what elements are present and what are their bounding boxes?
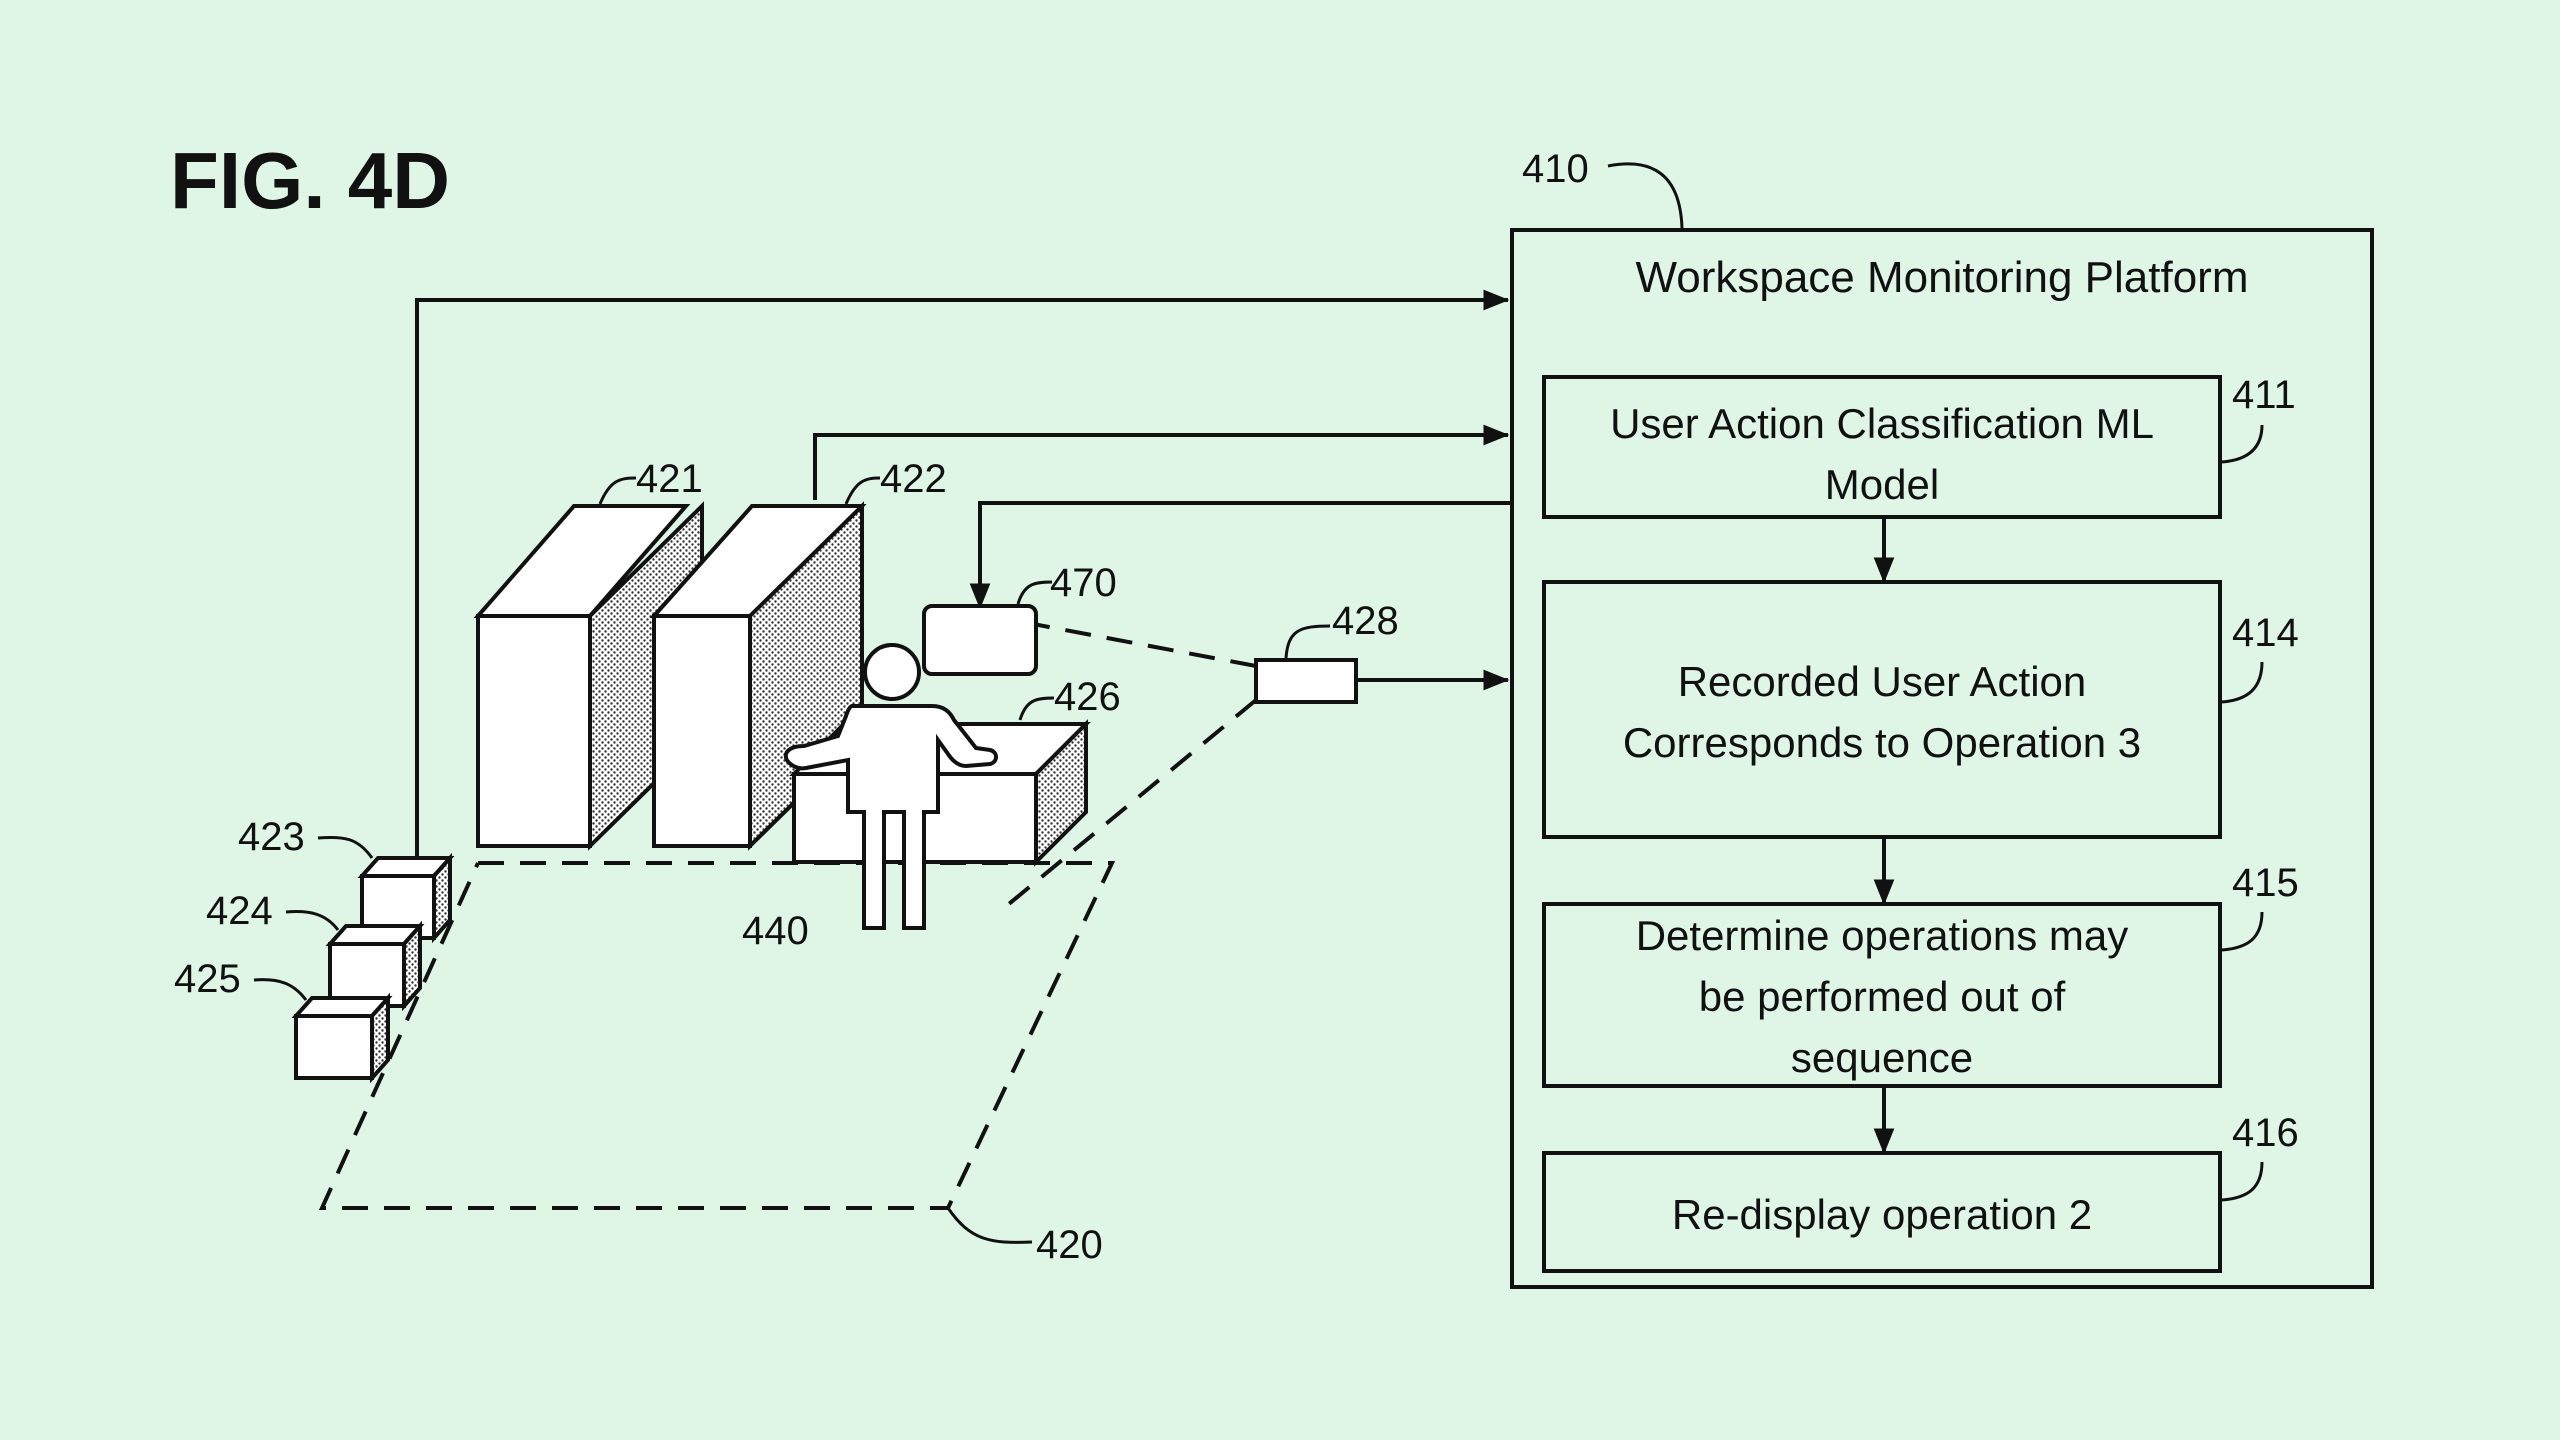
display-leader <box>1016 580 1053 605</box>
part-424-front <box>328 942 406 1008</box>
display-ref: 470 <box>1050 561 1117 605</box>
sensor-ref: 428 <box>1332 599 1399 643</box>
platform-ref: 410 <box>1522 147 1589 191</box>
signal-line-bin-422 <box>813 424 1510 500</box>
step-415-leader <box>2221 911 2264 952</box>
user-head <box>863 643 921 701</box>
bin-422-front <box>652 614 752 848</box>
bin-422: 422 <box>649 457 947 851</box>
sensor-fov-line-1 <box>1002 698 1258 910</box>
platform: Workspace Monitoring Platform 410 User A… <box>1510 147 2374 1289</box>
bin-421-ref: 421 <box>636 457 703 501</box>
part-425-leader <box>253 978 308 1001</box>
sensor-device <box>1254 658 1358 704</box>
sensor-group: 428 <box>979 599 1399 910</box>
part-425-front <box>294 1014 374 1080</box>
user-body <box>783 704 998 930</box>
step-414-line-1: Recorded User Action <box>1678 658 2087 705</box>
workbench-ref: 426 <box>1054 675 1121 719</box>
bin-421-leader <box>598 476 637 505</box>
part-424: 424 <box>206 889 425 1012</box>
platform-box <box>1510 228 2374 1289</box>
workspace-leader <box>946 1207 1033 1244</box>
workspace-ref: 420 <box>1036 1223 1103 1267</box>
user-figure: 440 <box>742 643 998 953</box>
signal-line-parts <box>415 289 1510 858</box>
signal-lines <box>415 289 1512 858</box>
step-415-line-3: sequence <box>1791 1034 1973 1081</box>
part-425-ref: 425 <box>174 957 241 1001</box>
step-415-ref: 415 <box>2232 861 2299 905</box>
signal-line-display <box>969 501 1512 610</box>
step-411-leader <box>2221 424 2264 464</box>
platform-leader <box>1607 162 1684 229</box>
step-416-ref: 416 <box>2232 1111 2299 1155</box>
step-414-leader <box>2221 661 2264 704</box>
part-423-leader <box>317 835 374 859</box>
sensor-leader <box>1284 624 1331 659</box>
user-ref: 440 <box>742 909 809 953</box>
step-415-line-2: be performed out of <box>1699 973 2066 1020</box>
step-414-ref: 414 <box>2232 611 2299 655</box>
step-box-414 <box>1542 580 2222 839</box>
bin-421-front <box>476 614 592 848</box>
platform-title: Workspace Monitoring Platform <box>1636 253 2249 302</box>
bin-422-ref: 422 <box>880 457 947 501</box>
step-411-line-2: Model <box>1825 461 1939 508</box>
part-423-ref: 423 <box>238 815 305 859</box>
step-box-416 <box>1542 1151 2222 1273</box>
step-411-ref: 411 <box>2232 373 2296 417</box>
figure-title: FIG. 4D <box>170 136 450 225</box>
workbench-leader <box>1018 696 1055 721</box>
step-416-line-1: Re-display operation 2 <box>1672 1191 2092 1238</box>
part-425: 425 <box>174 957 393 1084</box>
display: 470 <box>922 561 1117 676</box>
part-424-leader <box>285 910 340 931</box>
step-414-line-2: Corresponds to Operation 3 <box>1623 719 2141 766</box>
step-411-line-1: User Action Classification ML <box>1610 400 2154 447</box>
bin-422-leader <box>844 476 881 505</box>
display-screen <box>922 604 1038 676</box>
step-416-leader <box>2221 1161 2264 1202</box>
step-415-line-1: Determine operations may <box>1636 912 2129 959</box>
part-424-ref: 424 <box>206 889 273 933</box>
